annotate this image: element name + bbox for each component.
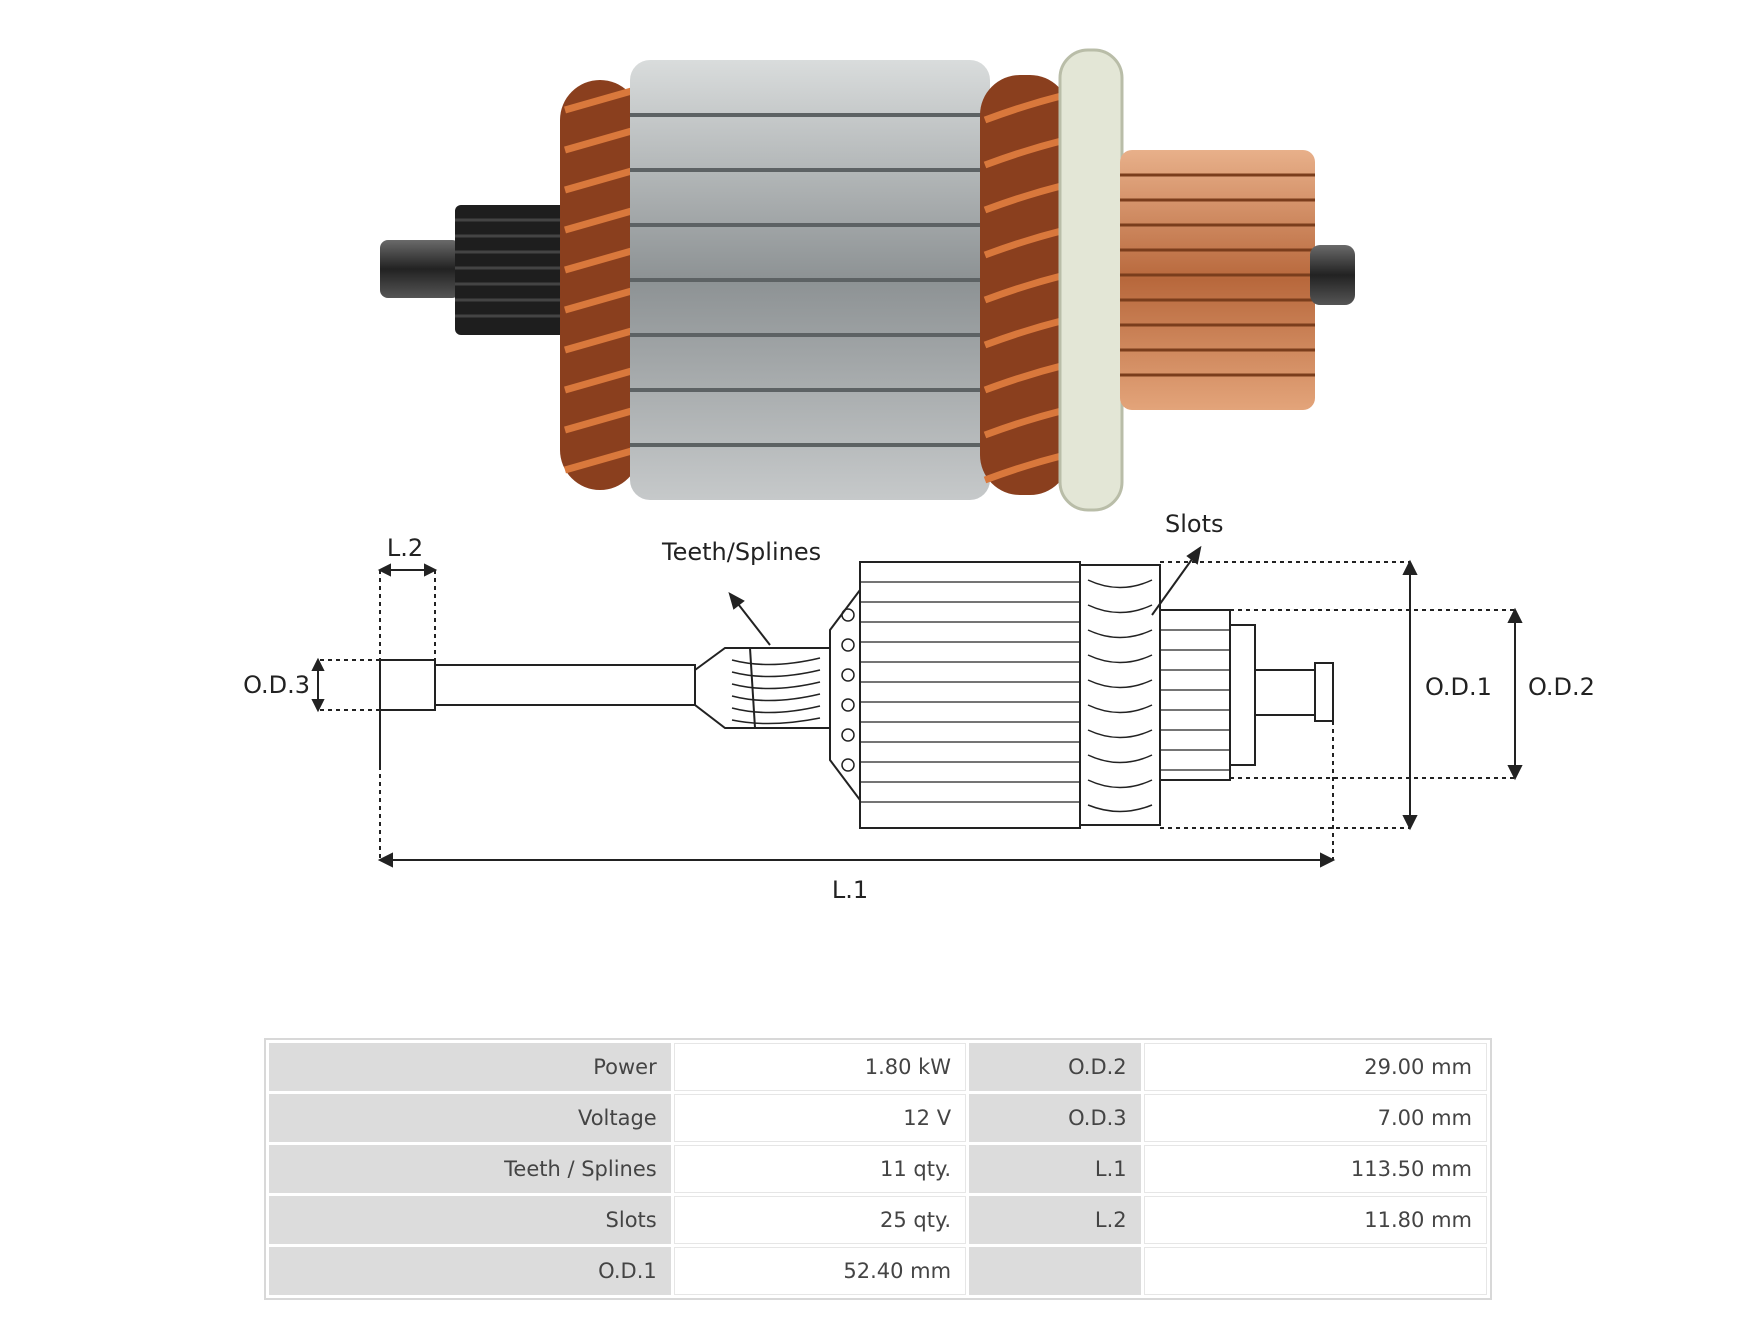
dimension-drawing: L.2 O.D.3 L.1 O.D.1 O.D.2 Teeth/Splines … (243, 510, 1595, 904)
commutator (1159, 609, 1231, 781)
left-coil-end (829, 587, 861, 803)
spec-label: O.D.3 (969, 1094, 1141, 1142)
table-row: Power 1.80 kW O.D.2 29.00 mm (269, 1043, 1487, 1091)
spec-label: O.D.2 (969, 1043, 1141, 1091)
table-row: Teeth / Splines 11 qty. L.1 113.50 mm (269, 1145, 1487, 1193)
spec-value: 29.00 mm (1143, 1043, 1487, 1091)
od3-label: O.D.3 (243, 671, 310, 699)
od2-label: O.D.2 (1528, 673, 1595, 701)
spec-label: Power (269, 1043, 671, 1091)
l1-label: L.1 (832, 876, 868, 904)
shaft-tip (379, 659, 436, 711)
spec-value (1143, 1247, 1487, 1295)
teeth-splines-label: Teeth/Splines (661, 538, 821, 566)
spec-label: O.D.1 (269, 1247, 671, 1295)
spec-value: 7.00 mm (1143, 1094, 1487, 1142)
shaft (434, 664, 696, 706)
table-row: O.D.1 52.40 mm (269, 1247, 1487, 1295)
right-shaft (1254, 669, 1316, 716)
spec-label: Teeth / Splines (269, 1145, 671, 1193)
spec-value: 12 V (673, 1094, 967, 1142)
slots-label: Slots (1165, 510, 1224, 538)
spec-value: 113.50 mm (1143, 1145, 1487, 1193)
spec-value: 11 qty. (673, 1145, 967, 1193)
spec-value: 52.40 mm (673, 1247, 967, 1295)
spec-label: Slots (269, 1196, 671, 1244)
spec-table: Power 1.80 kW O.D.2 29.00 mm Voltage 12 … (264, 1038, 1492, 1300)
table-row: Voltage 12 V O.D.3 7.00 mm (269, 1094, 1487, 1142)
armature-photo (380, 48, 1355, 512)
spec-label: L.1 (969, 1145, 1141, 1193)
spec-value: 25 qty. (673, 1196, 967, 1244)
od1-label: O.D.1 (1425, 673, 1492, 701)
spec-label: Voltage (269, 1094, 671, 1142)
pinion (694, 647, 757, 729)
right-coil-end (1079, 564, 1161, 826)
spec-label: L.2 (969, 1196, 1141, 1244)
spec-value: 11.80 mm (1143, 1196, 1487, 1244)
spec-label (969, 1247, 1141, 1295)
l2-label: L.2 (387, 534, 423, 562)
spec-value: 1.80 kW (673, 1043, 967, 1091)
table-row: Slots 25 qty. L.2 11.80 mm (269, 1196, 1487, 1244)
